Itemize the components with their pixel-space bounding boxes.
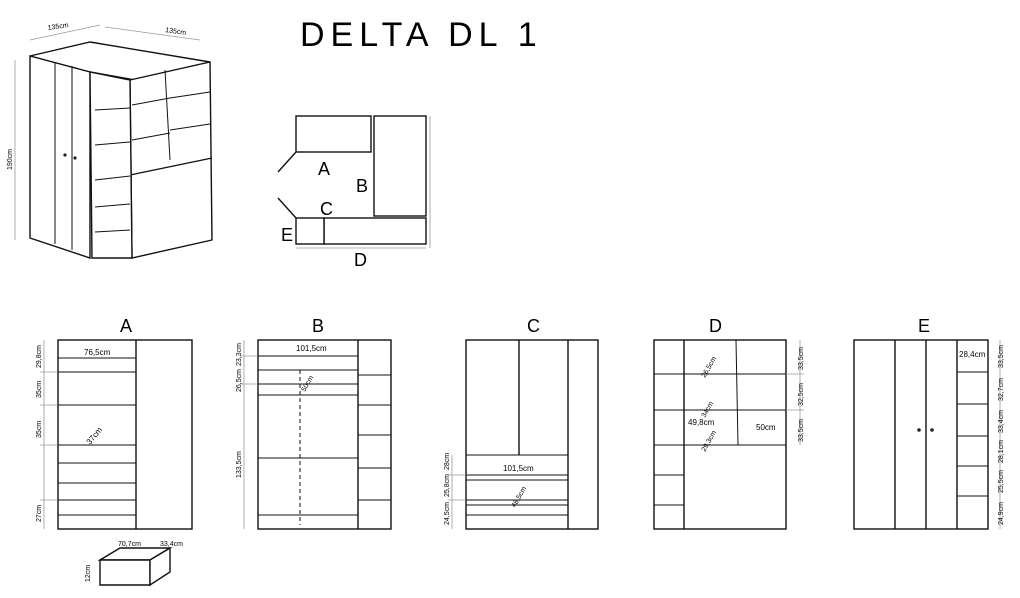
view-d: D 33,5cm 32,5cm 33,5cm 26,5cm 34cm 49,8c…: [653, 316, 805, 530]
view-b-dim-2: 26,5cm: [236, 369, 243, 392]
isometric-view: 135cm 135cm 190cm: [7, 22, 213, 259]
view-c-dim-1: 28cm: [444, 453, 451, 470]
view-d-label: D: [709, 316, 722, 336]
view-e-dim-2: 32,7cm: [998, 378, 1005, 401]
product-title: DELTA DL 1: [300, 16, 543, 54]
view-e-dim-1: 33,5cm: [998, 345, 1005, 368]
view-c-dim-4: 101,5cm: [503, 464, 534, 473]
drawer-width: 70,7cm: [118, 541, 141, 548]
view-b-dim-3: 133,5cm: [236, 451, 243, 478]
view-e-dim-6: 24,9cm: [998, 502, 1005, 525]
view-b-dim-4: 101,5cm: [296, 344, 327, 353]
view-e: E 33,5cm 32,7cm 33,4cm 28,1cm 25,5cm 24,…: [853, 316, 1005, 530]
view-b: B 23,3cm 26,5cm 133,5cm 101,5cm 50cm: [236, 316, 392, 530]
view-e-dim-5: 25,5cm: [998, 470, 1005, 493]
view-a-label: A: [120, 316, 132, 336]
drawer-detail: 70,7cm 33,4cm 12cm: [85, 541, 183, 587]
view-a-dim-5: 76,5cm: [84, 348, 111, 357]
view-e-label: E: [918, 316, 930, 336]
plan-label-b: B: [356, 176, 368, 196]
plan-label-e: E: [281, 225, 293, 245]
view-a: A 29,8cm 35cm 35cm 27cm 76,5cm 37cm 70,7…: [36, 316, 193, 587]
iso-depth-label: 135cm: [165, 27, 187, 37]
view-c-label: C: [527, 316, 540, 336]
iso-height-label: 190cm: [7, 149, 14, 170]
view-b-dim-1: 23,3cm: [236, 343, 243, 366]
view-e-dim-7: 28,4cm: [959, 350, 986, 359]
view-c: C 28cm 25,8cm 24,5cm 101,5cm 48,5cm: [444, 316, 599, 530]
drawer-height: 12cm: [85, 565, 92, 582]
iso-width-label: 135cm: [47, 22, 69, 32]
view-c-dim-3: 24,5cm: [444, 502, 451, 525]
view-a-dim-2: 35cm: [36, 381, 43, 398]
view-d-dim-6: 49,8cm: [688, 418, 715, 427]
view-b-label: B: [312, 316, 324, 336]
view-d-dim-1: 33,5cm: [798, 347, 805, 370]
view-d-dim-3: 33,5cm: [798, 419, 805, 442]
view-e-dim-4: 28,1cm: [998, 440, 1005, 463]
view-c-dim-2: 25,8cm: [444, 474, 451, 497]
view-d-dim-2: 32,5cm: [798, 383, 805, 406]
view-e-dim-3: 33,4cm: [998, 410, 1005, 433]
view-a-dim-3: 35cm: [36, 421, 43, 438]
plan-view: A B C D E: [277, 115, 431, 270]
plan-label-d: D: [354, 250, 367, 270]
view-a-dim-1: 29,8cm: [36, 345, 43, 368]
view-d-dim-7: 50cm: [756, 423, 776, 432]
plan-label-a: A: [318, 159, 330, 179]
plan-label-c: C: [320, 199, 333, 219]
drawer-depth: 33,4cm: [160, 541, 183, 548]
view-a-dim-4: 27cm: [36, 505, 43, 522]
